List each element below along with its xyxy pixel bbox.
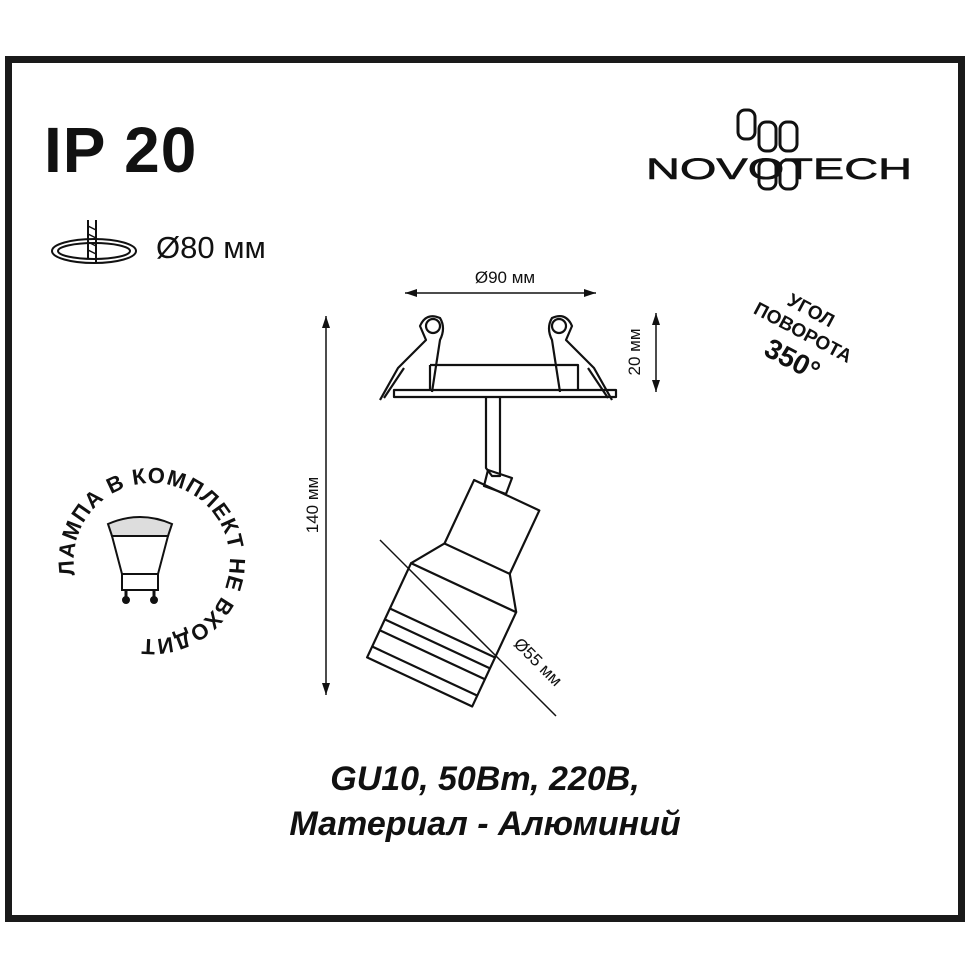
recess-dimension: 20 мм [625, 313, 660, 392]
recess-label: 20 мм [625, 328, 644, 375]
novotech-logo: NOVOTECH [646, 108, 912, 191]
width-label: Ø90 мм [475, 268, 535, 287]
spec-line-material: Материал - Алюминий [289, 805, 681, 843]
spec-line-electrical: GU10, 50Вт, 220В, [330, 760, 640, 798]
head-diameter-label: Ø55 мм [510, 634, 566, 690]
lamp-not-included-badge: ЛАМПА В КОМПЛЕКТ НЕ ВХОДИТ [53, 463, 249, 660]
specifications: GU10, 50Вт, 220В, Материал - Алюминий [0, 757, 970, 847]
width-dimension: Ø90 мм [405, 268, 596, 297]
cutout-diameter: Ø80 мм [156, 230, 266, 265]
cutout-hole-icon [51, 220, 137, 264]
rotation-angle: УГОЛ ПОВОРОТА 350° [750, 290, 855, 387]
height-dimension: 140 мм [303, 316, 330, 695]
luminaire-drawing [365, 315, 618, 717]
brand-name: NOVOTECH [646, 153, 912, 186]
gu10-lamp-icon [106, 516, 174, 604]
ip-rating: IP 20 [44, 114, 198, 186]
page-frame [5, 56, 965, 922]
height-label: 140 мм [303, 477, 322, 533]
